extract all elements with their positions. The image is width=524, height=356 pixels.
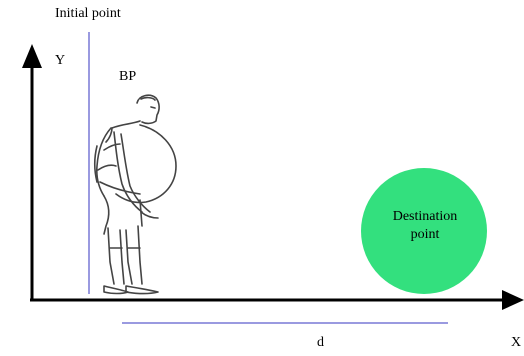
destination-label-line2: point xyxy=(410,227,440,242)
y-axis-arrowhead xyxy=(22,44,42,68)
body-part-label: BP xyxy=(119,69,137,84)
destination-point-circle xyxy=(361,168,487,294)
y-axis-label: Y xyxy=(55,53,66,68)
x-axis-label: X xyxy=(511,335,522,350)
initial-point-label: Initial point xyxy=(55,6,121,21)
person-figure xyxy=(93,94,177,295)
x-axis-arrowhead xyxy=(502,290,524,310)
destination-label-line1: Destination xyxy=(392,209,458,224)
destination-point-label: Destination point xyxy=(362,208,488,244)
distance-label: d xyxy=(317,335,324,350)
